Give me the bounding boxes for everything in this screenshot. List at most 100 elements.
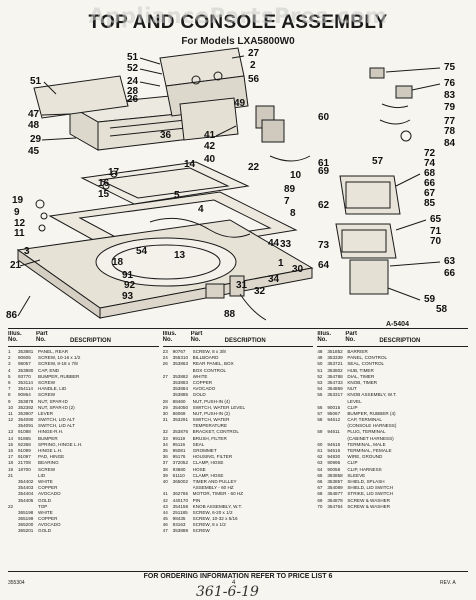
description-cell: KNOB, TIMER [347,379,378,385]
callout-69: 69 [318,166,330,177]
table-bottom-rule [8,571,468,572]
callout-77: 77 [444,116,456,127]
part-no-cell: 251185 [172,509,188,515]
illus-no-cell: 15 [8,441,14,447]
part-no-cell: 352392 [18,404,34,410]
illus-no-cell: 65 [317,472,323,478]
description-cell: BOX CONTROL [192,367,227,373]
callout-72: 72 [424,148,436,159]
description-cell: SHIELD, LID SWITCH [347,485,394,491]
description-cell: HANDLE, LID [38,386,67,392]
illus-no-cell: 54 [317,386,323,392]
description-cell: DIAL, TIMER [347,373,375,379]
part-no-cell: 93680 [172,466,186,472]
description-cell: SEAL [192,441,205,447]
callout-48: 48 [28,120,40,131]
part-no-cell: 354733 [327,379,343,385]
table-row: ASSEMBLY - 60 HZ [163,485,314,491]
description-cell: PAD, HINGE [38,454,65,460]
illus-no-cell: 42 [162,497,168,503]
illus-no-cell: 57 [317,410,323,416]
illus-no-cell: 23 [162,349,168,354]
description-cell: TIMER AND PULLEY [192,478,237,484]
callout-51: 51 [30,76,42,87]
description-cell: SCREW, 6-20 x 1/2 [192,509,233,515]
callout-70: 70 [430,236,442,247]
part-no-cell: 92368 [18,441,31,447]
illus-no-cell: 51 [317,367,323,373]
callout-85: 85 [424,198,436,209]
callout-9: 9 [14,207,20,218]
exploded-diagram: 5152242826272564951364748294541424017161… [6,47,456,321]
callout-5: 5 [174,190,180,201]
part-no-cell: 354091 [18,423,34,429]
illus-no-cell: 46 [162,522,168,528]
illus-no-cell: 35 [162,448,168,453]
part-no-cell: 93770 [18,373,31,379]
description-cell: COPPER [38,485,58,491]
part-no-cell: 99119 [172,435,186,441]
part-no-cell: 354158 [172,503,189,509]
description-cell: NUT [347,386,357,392]
part-no-cell: 383858 [327,472,343,478]
illus-no-cell: 49 [317,355,323,361]
callout-33: 33 [280,239,292,250]
illus-no-cell: 30 [162,410,168,416]
illus-no-cell: 50 [317,361,323,367]
description-cell: CAP, TERMINAL [347,417,382,423]
description-cell: SLEEVE [347,472,366,478]
callout-86: 86 [6,310,18,321]
lid-shape [80,161,250,205]
part-no-cell: 93163 [172,522,186,528]
part-no-cell: 353884 [172,386,189,392]
callout-2: 2 [250,60,256,71]
part-no-cell: 91097 [18,454,31,460]
callout-58: 58 [436,304,448,315]
illus-no-cell: 4 [8,367,11,373]
callout-11: 11 [14,228,25,239]
illus-no-cell: 2 [8,355,11,361]
part-no-cell: 90864 [18,392,31,398]
table-row: (CONSOLE HARNESS) [317,423,468,429]
illus-no-cell: 14 [8,435,14,441]
description-cell: AVOCADO [192,386,216,392]
part-no-cell: 365198 [18,509,34,515]
illus-no-cell: 12 [8,417,14,423]
description-cell: SWITCH, LID ALT [38,417,75,423]
callout-91: 91 [122,270,134,281]
part-no-cell: 354788 [327,373,343,379]
part-no-cell: 353880 [18,367,34,373]
description-cell: WHITE [38,478,53,484]
description-cell: TEMPERATURE [192,423,228,429]
description-cell: BRUSH, FILTER [192,435,227,441]
tub-opening-shape [95,237,237,287]
description-cell: WHITE [192,373,208,379]
callout-41: 41 [204,130,216,141]
description-cell: STRIKE, LID SWITCH [347,491,394,497]
description-cell: KNOB ASSEMBLY, W.T. [192,503,243,509]
description-cell: SEAL, CONTROL [347,361,385,367]
illus-no-cell: 69 [317,497,323,503]
